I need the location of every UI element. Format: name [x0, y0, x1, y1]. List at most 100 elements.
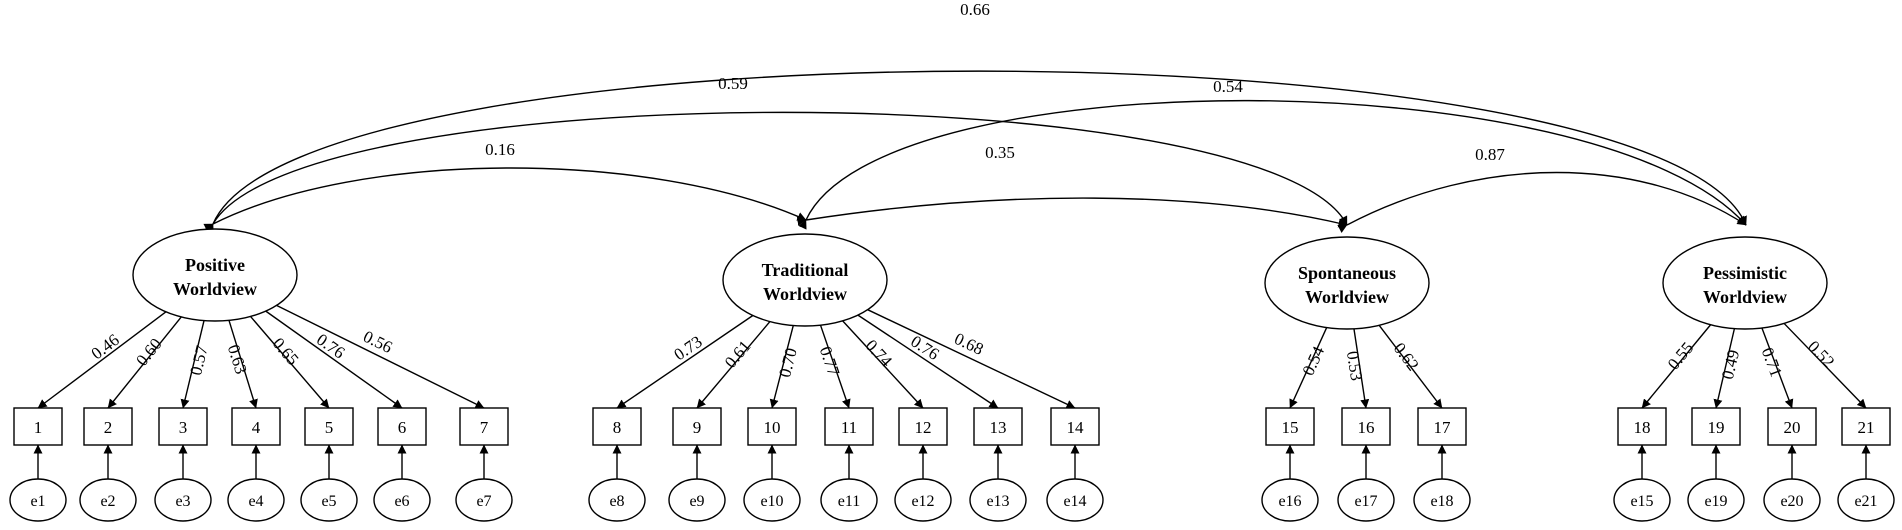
latent-label-spontaneous-line2: Worldview	[1305, 287, 1389, 307]
diagram-nodes: 1e12e23e34e45e56e67e7PositiveWorldview8e…	[9, 228, 1895, 522]
error-label-e14: e14	[1063, 493, 1086, 510]
error-ellipse-e16	[1261, 478, 1319, 522]
error-label-e12: e12	[911, 493, 934, 510]
error-ellipse-e5	[300, 478, 358, 522]
loading-path-3	[180, 320, 205, 409]
indicator-label-4: 4	[252, 418, 261, 437]
loading-label-19: 0.49	[1718, 348, 1743, 381]
loading-label-13: 0.76	[907, 332, 942, 364]
loading-path-20	[1761, 327, 1794, 409]
indicator-box-20	[1767, 407, 1817, 446]
error-label-e1: e1	[30, 493, 45, 510]
correlation-label-traditional-pessimistic: 0.54	[1213, 77, 1243, 96]
loading-label-16: 0.53	[1343, 350, 1366, 382]
error-label-e15: e15	[1630, 493, 1653, 510]
indicator-label-7: 7	[480, 418, 489, 437]
error-label-e2: e2	[100, 493, 115, 510]
error-ellipse-e8	[588, 478, 646, 522]
loading-paths	[33, 304, 1871, 479]
error-ellipse-e10	[743, 478, 801, 522]
correlation-arc-positive-pessimistic	[205, 70, 1747, 234]
indicator-label-20: 20	[1784, 418, 1801, 437]
correlation-label-spontaneous-pessimistic: 0.87	[1475, 145, 1505, 164]
error-ellipse-e11	[820, 478, 878, 522]
loading-label-1: 0.46	[88, 330, 123, 363]
indicator-label-11: 11	[841, 418, 857, 437]
indicator-box-17	[1417, 407, 1467, 446]
error-label-e3: e3	[175, 493, 190, 510]
loading-path-8	[616, 314, 754, 409]
latent-label-traditional-line2: Worldview	[763, 284, 847, 304]
loading-label-20: 0.71	[1758, 345, 1786, 380]
error-label-e4: e4	[248, 493, 263, 510]
correlation-arc-spontaneous-pessimistic	[1337, 171, 1747, 233]
indicator-box-6	[377, 407, 427, 446]
loading-label-9: 0.61	[721, 337, 755, 372]
error-ellipse-e19	[1687, 478, 1745, 522]
error-label-e7: e7	[476, 493, 491, 510]
correlation-label-positive-spontaneous: 0.59	[718, 74, 748, 93]
indicator-label-8: 8	[613, 418, 622, 437]
indicator-label-14: 14	[1067, 418, 1085, 437]
loading-path-6	[265, 310, 403, 409]
loading-label-18: 0.55	[1664, 338, 1698, 373]
loading-path-7	[276, 304, 485, 409]
loading-path-9	[696, 321, 771, 409]
loading-label-21: 0.52	[1804, 337, 1838, 372]
error-ellipse-e13	[969, 478, 1027, 522]
indicator-label-5: 5	[325, 418, 334, 437]
indicator-label-21: 21	[1858, 418, 1875, 437]
error-ellipse-e3	[154, 478, 212, 522]
loading-label-14: 0.68	[951, 329, 986, 359]
error-label-e20: e20	[1780, 493, 1803, 510]
latent-label-traditional-line1: Traditional	[762, 260, 849, 280]
correlation-label-traditional-spontaneous: 0.35	[985, 143, 1015, 162]
indicator-label-12: 12	[915, 418, 932, 437]
indicator-label-17: 17	[1434, 418, 1452, 437]
correlation-label-positive-pessimistic: 0.66	[960, 0, 990, 19]
indicator-label-16: 16	[1358, 418, 1375, 437]
loading-label-8: 0.73	[670, 332, 705, 364]
indicator-label-6: 6	[398, 418, 407, 437]
indicator-label-1: 1	[34, 418, 43, 437]
indicator-label-19: 19	[1708, 418, 1725, 437]
latent-factor-traditional	[722, 233, 888, 327]
loading-label-2: 0.60	[132, 335, 165, 370]
latent-label-spontaneous-line1: Spontaneous	[1298, 263, 1396, 283]
error-label-e17: e17	[1354, 493, 1377, 510]
indicator-box-15	[1265, 407, 1315, 446]
correlation-arc-traditional-pessimistic	[798, 99, 1747, 230]
indicator-box-13	[973, 407, 1023, 446]
indicator-box-14	[1050, 407, 1100, 446]
loading-path-5	[250, 316, 330, 409]
error-label-e18: e18	[1430, 493, 1453, 510]
error-ellipse-e4	[227, 478, 285, 522]
error-ellipse-e12	[894, 478, 952, 522]
loading-label-7: 0.56	[360, 327, 395, 357]
error-ellipse-e9	[668, 478, 726, 522]
loading-path-16	[1353, 328, 1370, 409]
loading-path-13	[857, 314, 999, 409]
loading-path-1	[37, 311, 167, 409]
loading-label-4: 0.63	[224, 342, 251, 376]
indicator-box-9	[672, 407, 722, 446]
loading-path-4	[228, 320, 258, 409]
error-label-e13: e13	[986, 493, 1009, 510]
error-ellipse-e14	[1046, 478, 1104, 522]
latent-factor-pessimistic	[1662, 236, 1828, 330]
error-ellipse-e6	[373, 478, 431, 522]
loading-label-12: 0.74	[862, 336, 896, 371]
loading-label-5: 0.65	[269, 334, 303, 369]
loading-path-11	[819, 324, 851, 409]
indicator-box-12	[898, 407, 948, 446]
error-label-e19: e19	[1704, 493, 1727, 510]
loading-path-2	[107, 316, 182, 409]
loading-path-10	[769, 325, 794, 409]
correlation-arc-positive-spontaneous	[204, 111, 1348, 234]
latent-label-pessimistic-line2: Worldview	[1703, 287, 1787, 307]
error-label-e11: e11	[838, 493, 861, 510]
error-label-e9: e9	[689, 493, 704, 510]
error-label-e10: e10	[760, 493, 783, 510]
